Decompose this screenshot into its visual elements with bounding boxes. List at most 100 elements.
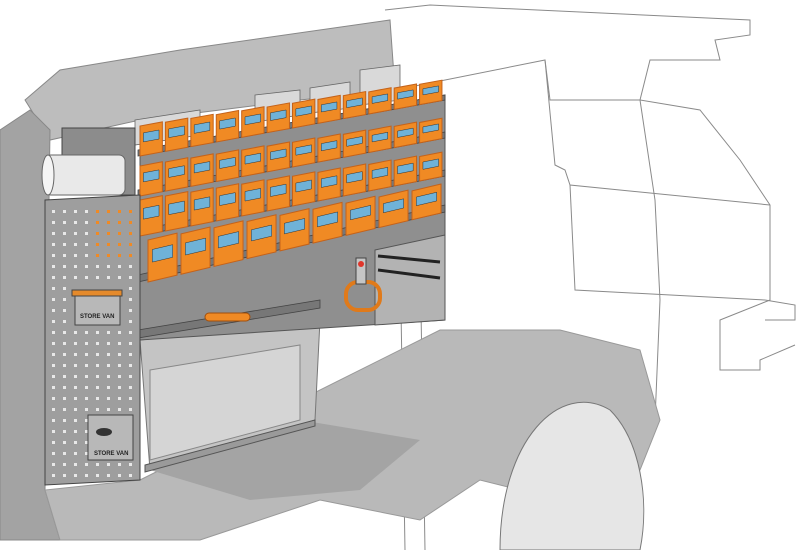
perforation-hole	[52, 430, 55, 433]
perforation-hole	[63, 232, 66, 235]
right-perforated-panel	[374, 234, 446, 326]
bin-label-window	[371, 93, 389, 104]
perforation-hole	[118, 221, 121, 224]
perforation-hole	[85, 254, 88, 257]
perforation-hole	[85, 375, 88, 378]
perforation-hole	[118, 265, 121, 268]
bin-label-window	[193, 121, 211, 134]
perforation-hole	[52, 452, 55, 455]
bin-label-window	[143, 169, 160, 183]
perforation-hole	[63, 342, 66, 345]
perforation-hole	[129, 221, 132, 224]
bin-label-window	[244, 188, 261, 202]
perforation-hole	[85, 331, 88, 334]
perforation-hole	[85, 397, 88, 400]
perforation-hole	[63, 386, 66, 389]
bin-label-window	[422, 85, 439, 96]
perforation-hole	[52, 221, 55, 224]
perforation-hole	[129, 364, 132, 367]
perforation-hole	[107, 243, 110, 246]
tool-holder-bracket-upper: STORE VAN	[71, 289, 123, 326]
brand-label-lower: STORE VAN	[94, 451, 128, 457]
perforation-hole	[96, 375, 99, 378]
perforation-hole	[52, 441, 55, 444]
perforation-hole	[107, 331, 110, 334]
perforation-hole	[74, 430, 77, 433]
van-body-outline	[384, 4, 796, 550]
perforation-hole	[118, 375, 121, 378]
perforation-hole	[74, 265, 77, 268]
bin-label-window	[397, 127, 414, 138]
bin-label-window	[193, 196, 211, 211]
perforation-hole	[63, 331, 66, 334]
bin-label-window	[270, 183, 287, 197]
perforation-hole	[74, 441, 77, 444]
bin-label-window	[219, 157, 236, 169]
perforation-hole	[63, 430, 66, 433]
perforation-hole	[74, 474, 77, 477]
perforation-hole	[52, 408, 55, 411]
perforation-hole	[85, 452, 88, 455]
roller-shutter	[149, 344, 301, 461]
perforation-hole	[118, 276, 121, 279]
perforation-hole	[118, 474, 121, 477]
perforation-hole	[107, 364, 110, 367]
bin-label-window	[219, 192, 236, 206]
brand-label-upper: STORE VAN	[80, 314, 114, 320]
perforation-hole	[107, 397, 110, 400]
perforation-hole	[129, 210, 132, 213]
bin-label-window	[251, 224, 272, 242]
perforation-hole	[63, 298, 66, 301]
perforation-hole	[74, 452, 77, 455]
perforation-hole	[74, 342, 77, 345]
perforation-hole	[85, 276, 88, 279]
perforation-hole	[85, 353, 88, 356]
perforation-hole	[52, 276, 55, 279]
perforation-hole	[85, 243, 88, 246]
perforation-hole	[118, 397, 121, 400]
perforation-hole	[74, 353, 77, 356]
perforation-hole	[118, 243, 121, 246]
perforation-hole	[96, 353, 99, 356]
perforation-hole	[63, 353, 66, 356]
perforation-hole	[96, 386, 99, 389]
perforation-hole	[96, 342, 99, 345]
perforation-hole	[52, 474, 55, 477]
perforation-hole	[63, 408, 66, 411]
perforation-hole	[118, 342, 121, 345]
perforation-hole	[96, 397, 99, 400]
perforation-hole	[129, 276, 132, 279]
bin-label-window	[295, 105, 312, 117]
perforation-hole	[129, 342, 132, 345]
bin-label-window	[143, 129, 160, 143]
bin-label-window	[244, 152, 261, 165]
perforation-hole	[85, 265, 88, 268]
perforation-hole	[52, 265, 55, 268]
perforation-hole	[74, 364, 77, 367]
perforation-hole	[74, 419, 77, 422]
bin-label-window	[185, 237, 206, 256]
perforation-hole	[96, 221, 99, 224]
perforation-hole	[74, 243, 77, 246]
bin-label-window	[295, 144, 312, 156]
perforation-hole	[118, 232, 121, 235]
perforation-hole	[63, 265, 66, 268]
bin-label-window	[397, 162, 414, 175]
perforation-hole	[107, 232, 110, 235]
perforation-hole	[129, 298, 132, 301]
perforation-hole	[107, 221, 110, 224]
perforation-hole	[118, 331, 121, 334]
bin-label-window	[168, 165, 185, 178]
perforation-hole	[63, 364, 66, 367]
perforation-hole	[129, 232, 132, 235]
perforation-hole	[107, 408, 110, 411]
bin-label-window	[152, 244, 173, 263]
perforation-hole	[107, 276, 110, 279]
perforation-hole	[96, 474, 99, 477]
perforation-hole	[52, 232, 55, 235]
perforation-hole	[129, 254, 132, 257]
perforation-hole	[85, 419, 88, 422]
perforation-hole	[63, 276, 66, 279]
perforation-hole	[85, 364, 88, 367]
